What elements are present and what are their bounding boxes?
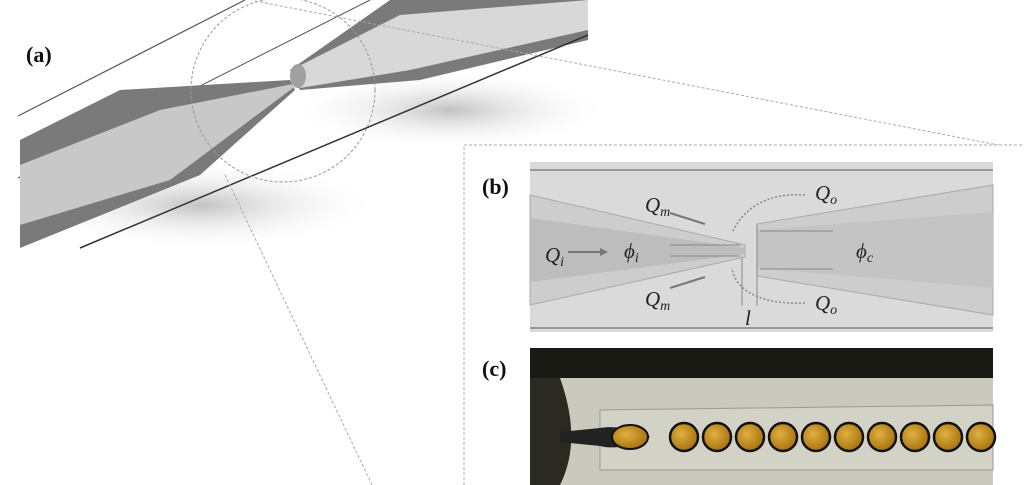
droplet-train bbox=[668, 421, 997, 453]
droplet bbox=[668, 421, 700, 453]
droplet bbox=[866, 421, 898, 453]
panel-a-label: (a) bbox=[26, 42, 52, 67]
micrograph-dark-edge bbox=[530, 348, 993, 378]
panel-c-label: (c) bbox=[482, 356, 506, 381]
label-phi-inner: ϕi bbox=[624, 239, 639, 266]
label-q-outer-top: Qo bbox=[815, 181, 837, 208]
arrow-qi-head bbox=[600, 248, 608, 256]
label-phi-collection: ϕc bbox=[856, 239, 874, 266]
arrow-qm-top bbox=[669, 212, 706, 225]
droplet bbox=[800, 421, 832, 453]
panel-c-micrograph: (c) bbox=[482, 348, 997, 485]
droplet bbox=[899, 421, 931, 453]
label-gap-length: l bbox=[745, 306, 751, 330]
flow-path-qo-top bbox=[731, 194, 806, 234]
channel-edge bbox=[17, 0, 246, 117]
label-q-middle-top: Qm bbox=[645, 193, 670, 220]
capillary-tip bbox=[290, 64, 306, 88]
panel-b-label: (b) bbox=[482, 174, 509, 199]
label-q-inner: Qi bbox=[545, 243, 564, 270]
label-q-outer-bottom: Qo bbox=[815, 291, 837, 318]
droplet bbox=[767, 421, 799, 453]
inlet-capillary-image bbox=[530, 378, 572, 485]
forming-droplet bbox=[611, 424, 649, 450]
zoom-guide-line bbox=[254, 0, 1024, 151]
inlet-capillary-core bbox=[20, 84, 293, 225]
channel-edge bbox=[79, 34, 589, 249]
inlet-capillary-inner bbox=[530, 218, 745, 282]
droplet bbox=[965, 421, 997, 453]
device-shadow bbox=[290, 70, 610, 150]
panel-b-schematic: Qi ϕi Qm Qm Qo Qo ϕc l (b) bbox=[482, 162, 994, 332]
droplet bbox=[734, 421, 766, 453]
collection-capillary-core bbox=[295, 0, 588, 88]
arrow-qm-bottom bbox=[669, 276, 706, 289]
droplet bbox=[701, 421, 733, 453]
droplet bbox=[932, 421, 964, 453]
droplet bbox=[833, 421, 865, 453]
panel-a-3d-device: (a) bbox=[17, 0, 1024, 485]
zoom-circle bbox=[190, 0, 376, 183]
label-q-middle-bottom: Qm bbox=[645, 287, 670, 314]
zoom-guide-line bbox=[224, 174, 373, 485]
flow-path-qo-bottom bbox=[731, 267, 806, 304]
